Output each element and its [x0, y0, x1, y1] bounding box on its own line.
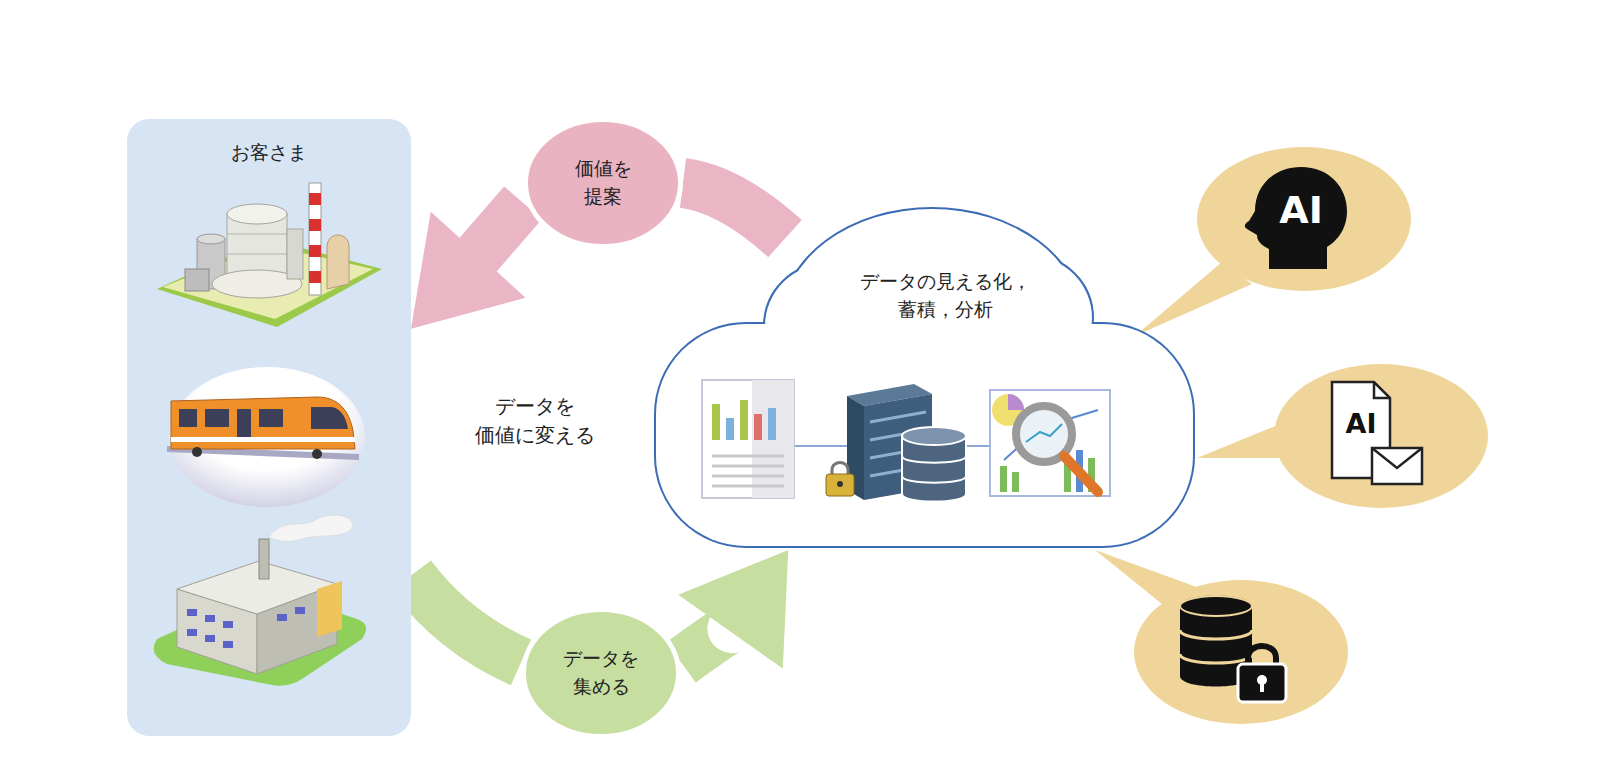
ai-mail-bubble: AI	[1274, 364, 1488, 508]
analysis-icon	[990, 390, 1110, 496]
collect-circle: データを 集める	[521, 607, 681, 739]
speech-bubble	[1134, 580, 1348, 724]
customer-illustrations	[127, 119, 411, 736]
arrow-head	[411, 212, 526, 329]
flow-arrow	[411, 203, 526, 329]
cloud-illustration	[652, 204, 1197, 550]
ellipse-outline	[1197, 147, 1411, 291]
flow-arrow	[678, 550, 788, 669]
ellipse-outline	[524, 610, 679, 737]
customer-panel: お客さま	[127, 119, 411, 736]
ellipse-outline	[526, 120, 681, 247]
server-icon	[826, 384, 966, 502]
factory-illustration	[154, 515, 366, 686]
ellipse-outline	[1274, 364, 1488, 508]
flow-band	[681, 628, 732, 662]
flow-label: データを 価値に変える	[470, 392, 600, 450]
database-lock-icon	[1180, 596, 1286, 703]
ai-document-icon	[1274, 364, 1488, 508]
report-icon	[702, 380, 794, 498]
cloud-platform: データの見える化， 蓄積，分析	[652, 204, 1197, 550]
flow-arrow	[683, 183, 785, 239]
ai-bubble: AI	[1197, 147, 1411, 291]
node-text: AI	[1346, 404, 1377, 443]
ellipse-shape	[521, 607, 681, 739]
node-text: データの見える化， 蓄積，分析	[845, 268, 1045, 323]
arrow-head	[678, 550, 788, 669]
flow-band	[683, 183, 785, 239]
node-text: AI	[1279, 183, 1323, 238]
flow-arrow	[411, 576, 521, 663]
node-text: 価値を 提案	[558, 155, 648, 210]
ellipse-shape	[523, 117, 683, 249]
train-illustration	[167, 367, 365, 507]
flow-band	[477, 203, 523, 256]
value-circle: 価値を 提案	[523, 117, 683, 249]
node-text: お客さま	[231, 139, 307, 167]
node-text: データを 集める	[556, 645, 646, 700]
flow-band	[411, 576, 521, 663]
plant-illustration	[157, 183, 382, 327]
